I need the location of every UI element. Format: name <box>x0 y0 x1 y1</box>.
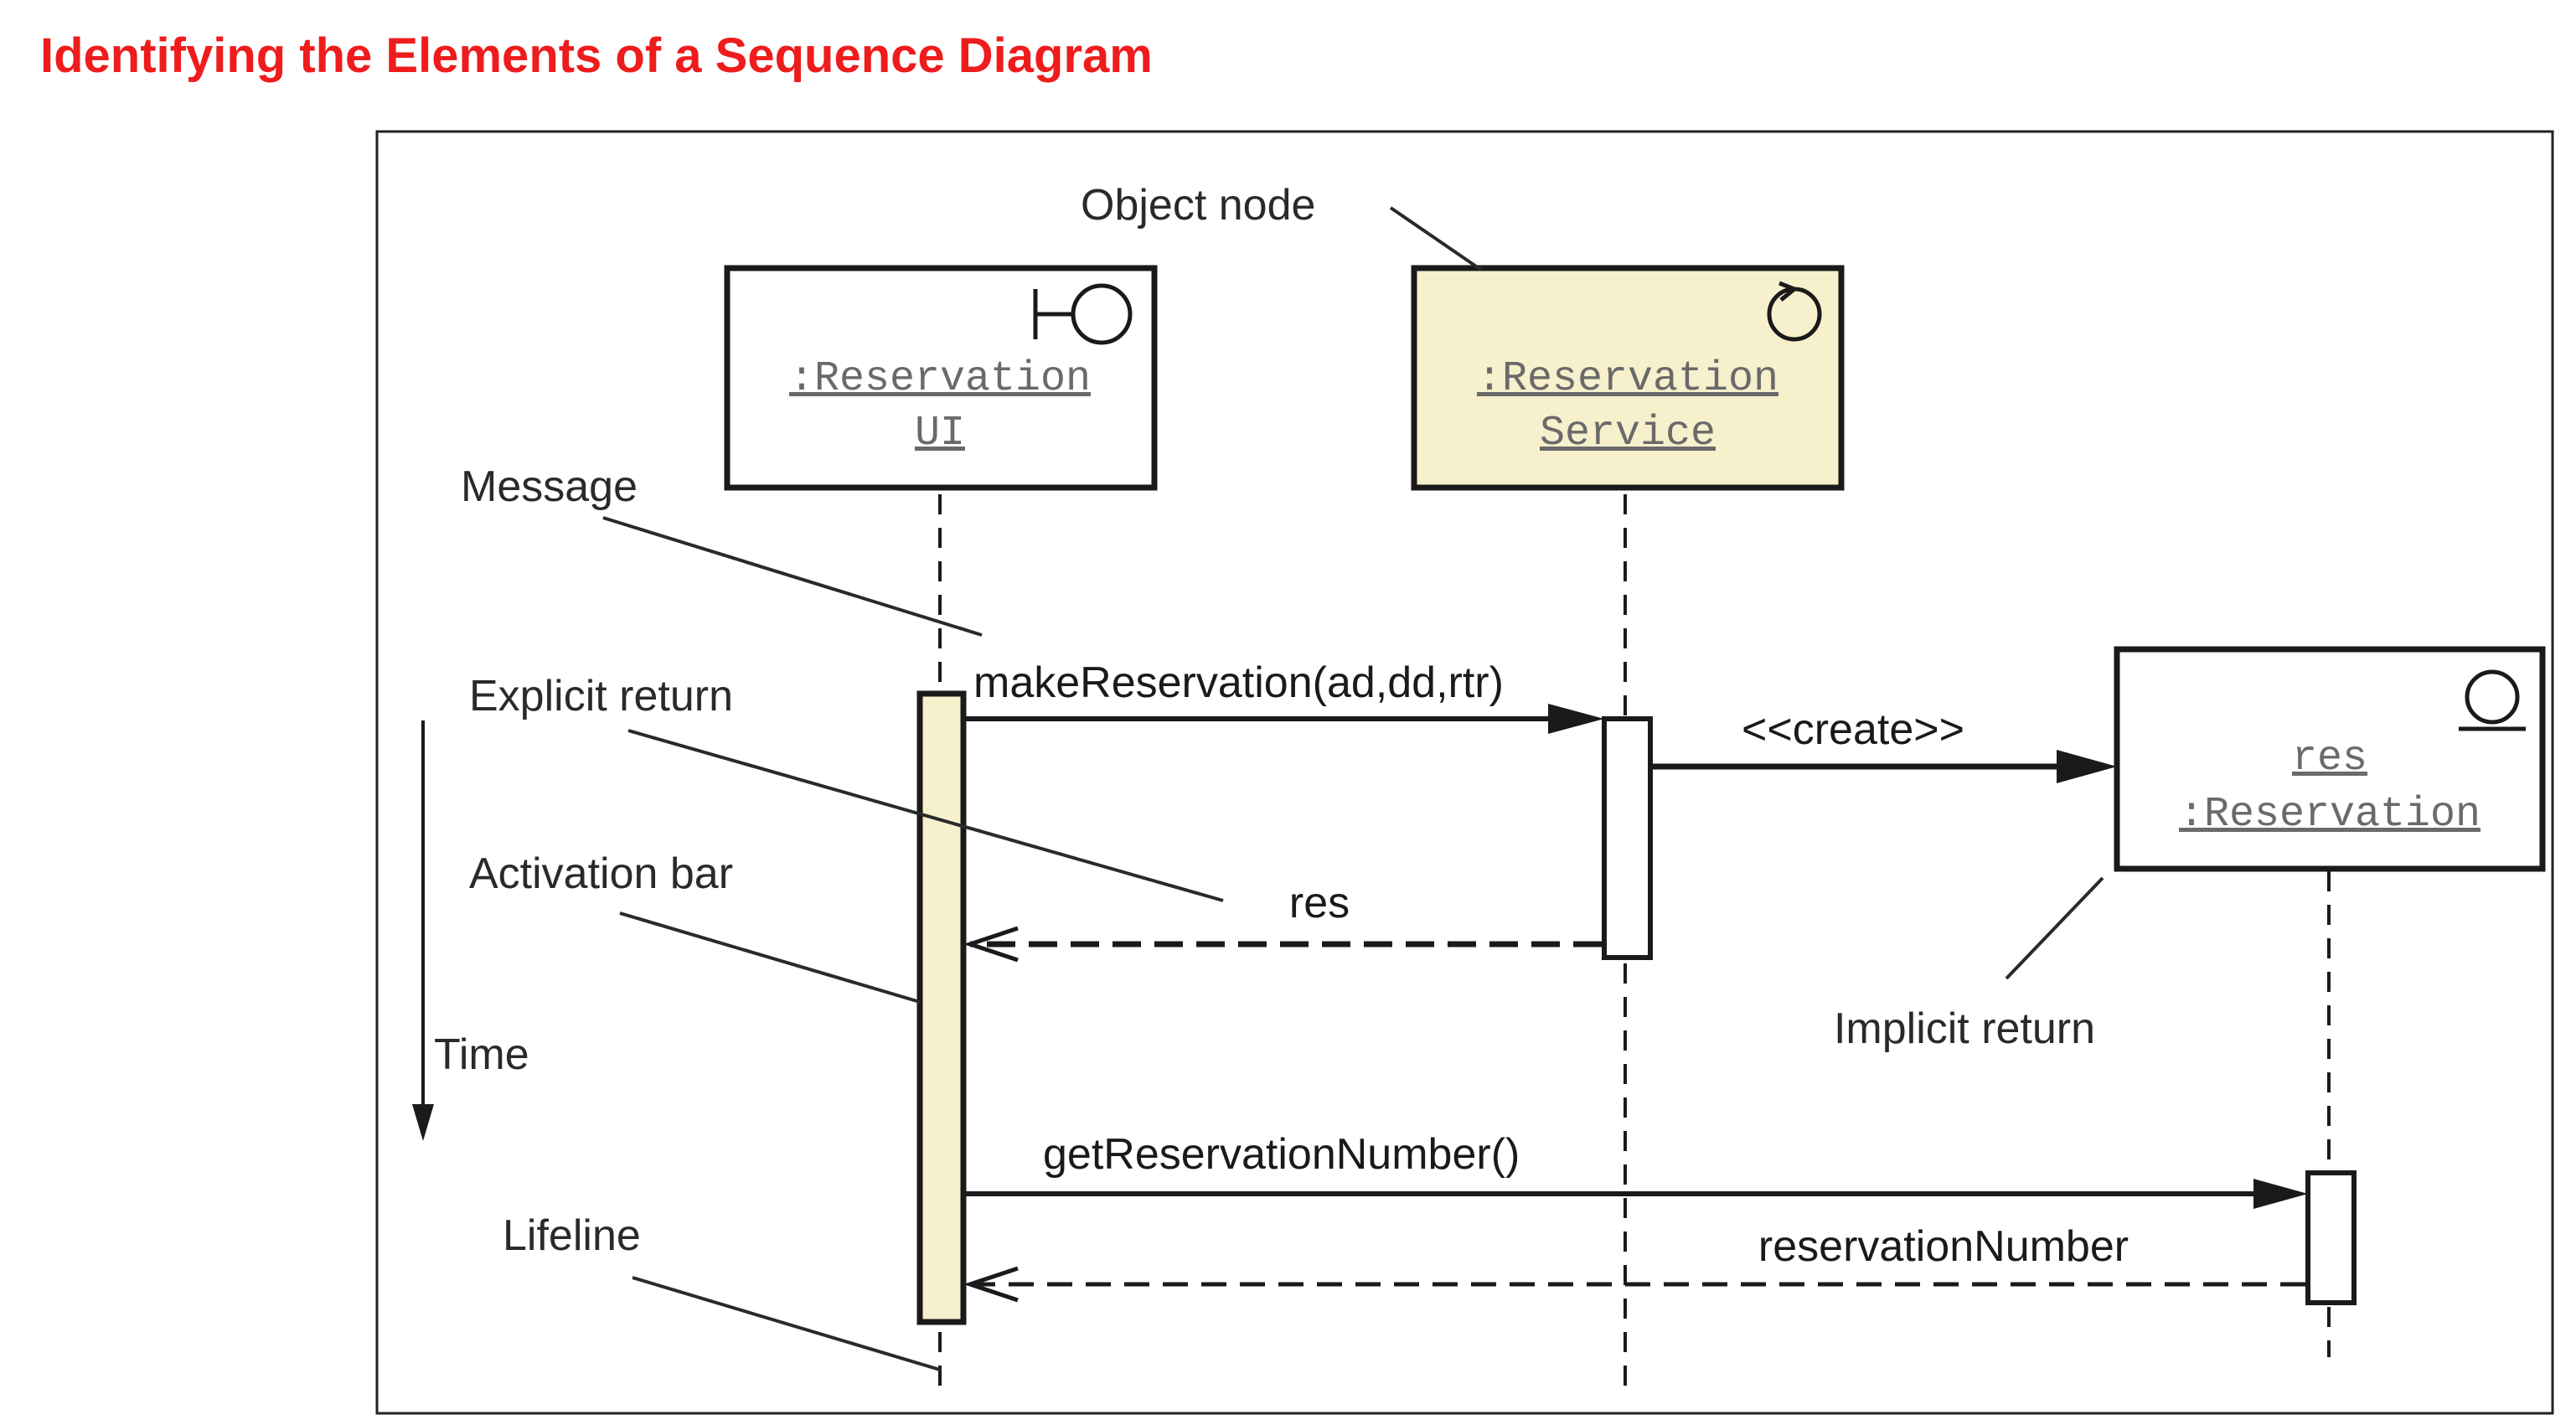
activation-bar-ui <box>916 690 967 1325</box>
object-ui-name-line1: :Reservation <box>789 355 1091 403</box>
leader-object-node <box>1389 206 1483 271</box>
annotation-implicit-return: Implicit return <box>1834 1004 2095 1053</box>
object-service-name-line1: :Reservation <box>1477 355 1778 403</box>
annotation-message: Message <box>461 462 638 511</box>
arrowhead-down <box>412 1104 434 1141</box>
message-create-label: <<create>> <box>1742 705 1964 754</box>
arrowhead-filled <box>2253 1179 2308 1209</box>
message-res-return: res <box>963 879 1602 963</box>
arrowhead-filled <box>1548 704 1604 734</box>
object-ui-name-line2: UI <box>915 410 965 457</box>
object-service-name-line2: Service <box>1540 410 1716 457</box>
annotation-object-node: Object node <box>1081 181 1315 230</box>
message-get-reservation-number: getReservationNumber() <box>965 1130 2308 1209</box>
leader-implicit-return <box>2005 876 2104 980</box>
arrowhead-filled <box>2057 750 2117 783</box>
object-res: res :Reservation <box>2114 646 2546 872</box>
object-res-name-line2: :Reservation <box>2179 791 2480 839</box>
annotation-explicit-return: Explicit return <box>469 672 733 720</box>
message-reservation-number-return-label: reservationNumber <box>1758 1222 2129 1271</box>
leader-explicit-return <box>627 729 1224 902</box>
annotation-time: Time <box>434 1030 529 1079</box>
message-reservation-number-return: reservationNumber <box>963 1222 2305 1303</box>
object-res-name-line1: res <box>2292 735 2367 782</box>
object-ui: :Reservation UI <box>724 265 1158 491</box>
message-make-reservation: makeReservation(ad,dd,rtr) <box>965 658 1604 734</box>
message-make-reservation-label: makeReservation(ad,dd,rtr) <box>973 658 1504 707</box>
page-title: Identifying the Elements of a Sequence D… <box>40 28 1153 83</box>
message-create: <<create>> <box>1652 705 2117 783</box>
object-service: :Reservation Service <box>1411 265 1845 491</box>
message-res-return-label: res <box>1289 879 1350 927</box>
leader-activation-bar <box>619 911 921 1004</box>
leader-message <box>602 516 983 637</box>
leader-lifeline <box>632 1276 941 1371</box>
activation-bar-res <box>2305 1170 2357 1305</box>
activation-bar-service <box>1602 716 1653 960</box>
entity-icon <box>2459 669 2526 731</box>
arrowhead-open <box>963 1266 1019 1303</box>
time-arrow <box>412 720 434 1141</box>
annotation-activation-bar: Activation bar <box>469 849 733 898</box>
message-get-reservation-number-label: getReservationNumber() <box>1043 1130 1520 1179</box>
boundary-icon <box>1033 283 1133 345</box>
arrowhead-open <box>963 926 1019 963</box>
annotation-lifeline: Lifeline <box>503 1211 641 1260</box>
control-icon <box>1767 281 1822 342</box>
